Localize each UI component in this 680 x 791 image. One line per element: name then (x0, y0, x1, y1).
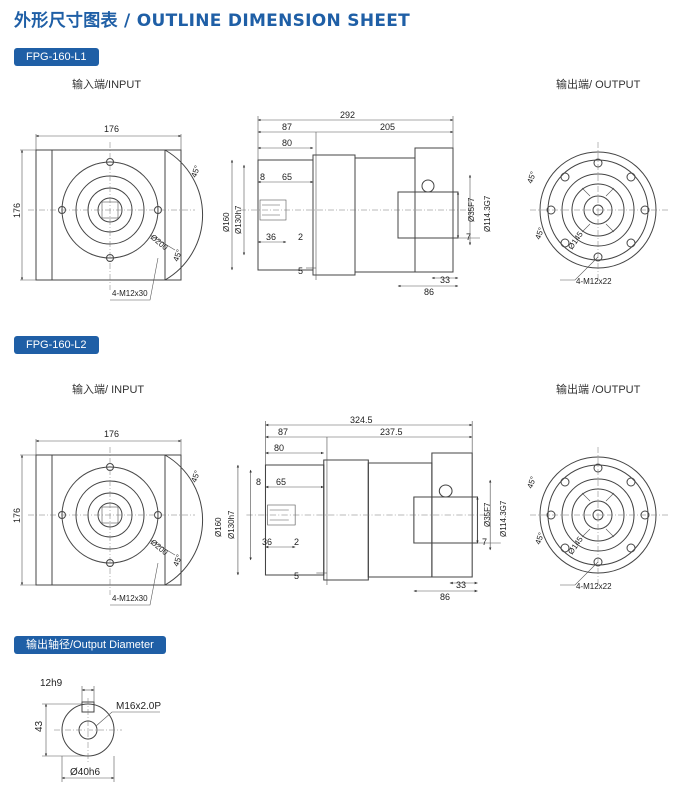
dim-out-bolt-l2: 4-M12x22 (576, 582, 612, 591)
dim-out-angle1-l2: 45° (525, 475, 538, 489)
input-caption-l1: 输入端/INPUT (72, 79, 142, 91)
dim-205-l1: 205 (380, 122, 395, 132)
output-diameter-tag: 输出轴径/Output Diameter (14, 636, 166, 654)
dim-out-angle2-l2: 45° (533, 531, 546, 545)
side-view-l1 (232, 116, 480, 286)
dim-dia160-l2: Ø160 (214, 517, 223, 537)
dim-bolt-l2: 4-M12x30 (112, 594, 148, 603)
dim-shaft-height: 43 (34, 720, 45, 732)
output-caption-l1: 输出端/ OUTPUT (556, 79, 641, 91)
dim-80-l1: 80 (282, 138, 292, 148)
dim-8-l2: 8 (256, 477, 261, 487)
dim-out-pcd-l2: Ø145 (566, 535, 585, 557)
labels-l1: 176 176 4-M12x30 Ø200 45° 45° 292 87 205… (12, 110, 612, 298)
dim-out-angle2-l1: 45° (533, 226, 546, 240)
dim-86-l2: 86 (440, 592, 450, 602)
dim-dia35-l1: Ø35F7 (467, 197, 476, 222)
model-tag-l1: FPG-160-L1 (14, 48, 99, 66)
dim-80-l2: 80 (274, 443, 284, 453)
input-caption-l2: 输入端/ INPUT (72, 384, 145, 396)
dim-2-l1: 2 (298, 232, 303, 242)
dim-8-l1: 8 (260, 172, 265, 182)
dim-angle-a-l1: 45° (189, 164, 202, 178)
dim-angle-a-l2: 45° (189, 469, 202, 483)
dim-total-l2: 324.5 (350, 415, 373, 425)
output-shaft-view (42, 686, 160, 782)
labels-shaft: 12h9 M16x2.0P 43 Ø40h6 (34, 678, 161, 778)
dim-65-l1: 65 (282, 172, 292, 182)
dim-dia114-l2: Ø114.3G7 (499, 500, 508, 537)
labels-l2: 176 176 4-M12x30 Ø200 45° 45° 324.5 87 2… (12, 415, 612, 603)
dim-dia114-l1: Ø114.3G7 (483, 195, 492, 232)
dim-dia160-l1: Ø160 (222, 212, 231, 232)
dim-out-pcd-l1: Ø145 (566, 230, 585, 252)
output-caption-l2: 输出端 /OUTPUT (556, 384, 641, 396)
dim-height-l1: 176 (12, 203, 22, 218)
dim-36-l1: 36 (266, 232, 276, 242)
dim-36-l2: 36 (262, 537, 272, 547)
dim-thread: M16x2.0P (116, 701, 161, 712)
dim-height-l2: 176 (12, 508, 22, 523)
input-flange-view-l2 (20, 439, 203, 605)
dim-width-l2: 176 (104, 429, 119, 439)
dim-5-l2: 5 (294, 571, 299, 581)
output-flange-view-l1 (529, 141, 669, 281)
dim-dia35-l2: Ø35F7 (483, 502, 492, 527)
dim-87-l2: 87 (278, 427, 288, 437)
dim-bolt-l1: 4-M12x30 (112, 289, 148, 298)
dim-7-l2: 7 (482, 537, 487, 547)
dim-pcd-l2: Ø200 (149, 538, 170, 558)
model-tag-l2: FPG-160-L2 (14, 336, 99, 354)
dim-33-l1: 33 (440, 275, 450, 285)
dim-angle-b-l2: 45° (171, 553, 184, 567)
page-title: 外形尺寸图表 / OUTLINE DIMENSION SHEET (14, 11, 411, 31)
output-flange-view-l2 (529, 446, 669, 586)
input-flange-view-l1 (20, 134, 203, 300)
dim-86-l1: 86 (424, 287, 434, 297)
dim-237-l2: 237.5 (380, 427, 403, 437)
dim-shaft-dia: Ø40h6 (70, 767, 100, 778)
dim-7-l1: 7 (466, 232, 471, 242)
dim-65-l2: 65 (276, 477, 286, 487)
dim-total-l1: 292 (340, 110, 355, 120)
dim-out-angle1-l1: 45° (525, 170, 538, 184)
dim-33-l2: 33 (456, 580, 466, 590)
dim-width-l1: 176 (104, 124, 119, 134)
dim-2-l2: 2 (294, 537, 299, 547)
dim-87-l1: 87 (282, 122, 292, 132)
dim-dia130-l1: Ø130h7 (234, 205, 243, 234)
dim-out-bolt-l1: 4-M12x22 (576, 277, 612, 286)
dim-pcd-l1: Ø200 (149, 233, 170, 253)
dim-key-width: 12h9 (40, 678, 63, 689)
dim-angle-b-l1: 45° (171, 248, 184, 262)
dim-5-l1: 5 (298, 266, 303, 276)
dim-dia130-l2: Ø130h7 (227, 510, 236, 539)
